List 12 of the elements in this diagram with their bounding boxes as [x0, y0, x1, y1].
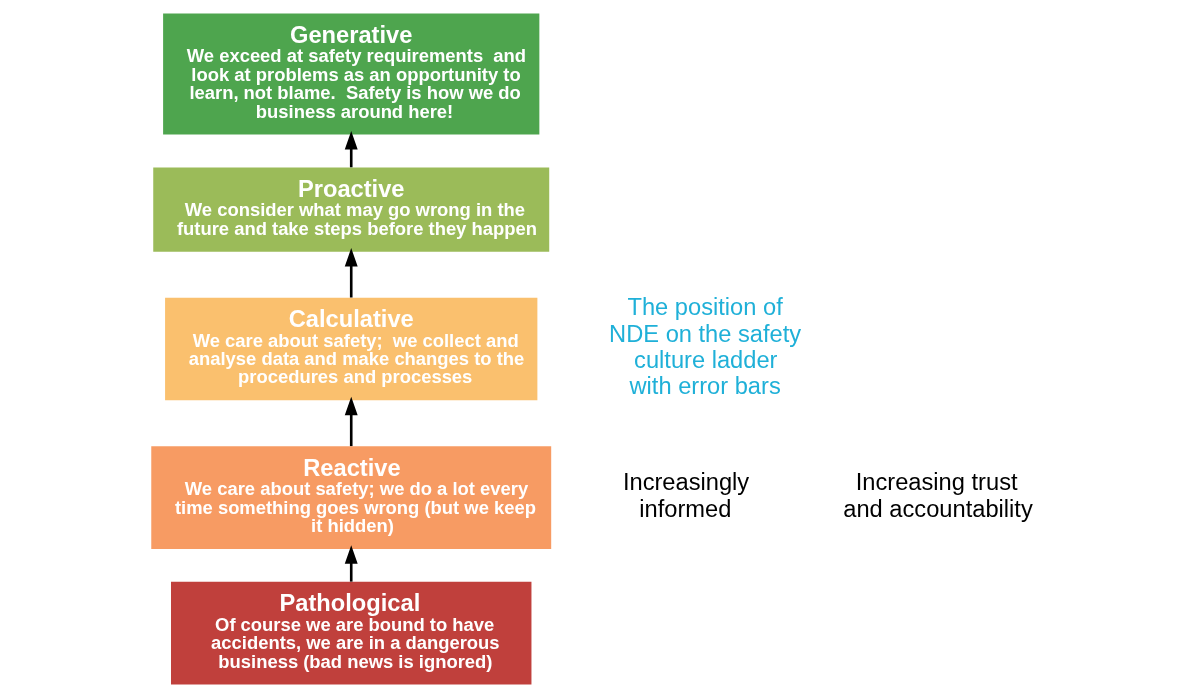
node-box: Calculative We care about safety; we collect and analyse data and make changes to the procedures and processes: [164, 297, 537, 401]
node-box: Pathological Of course we are bound to have accidents, we are in a dangerous business (bad news is ignored): [170, 581, 531, 685]
node-box: Generative We exceed at safety requirements and look at problems as an opportunity to learn, not blame. Safety is how we do business around here!: [162, 13, 539, 135]
label: The position of NDE on the safety culture ladder with error bars: [608, 294, 801, 400]
label: Increasing trust and accountability: [842, 469, 1033, 522]
node-box: Reactive We care about safety; we do a lot every time something goes wrong (but we keep it hidden): [150, 446, 551, 549]
arrow: [344, 131, 358, 168]
label: Increasingly informed: [622, 469, 749, 522]
node-box: Proactive We consider what may go wrong in the future and take steps before they happen: [152, 167, 549, 252]
arrow: [344, 396, 358, 447]
arrow: [344, 248, 358, 298]
arrow: [344, 545, 358, 582]
